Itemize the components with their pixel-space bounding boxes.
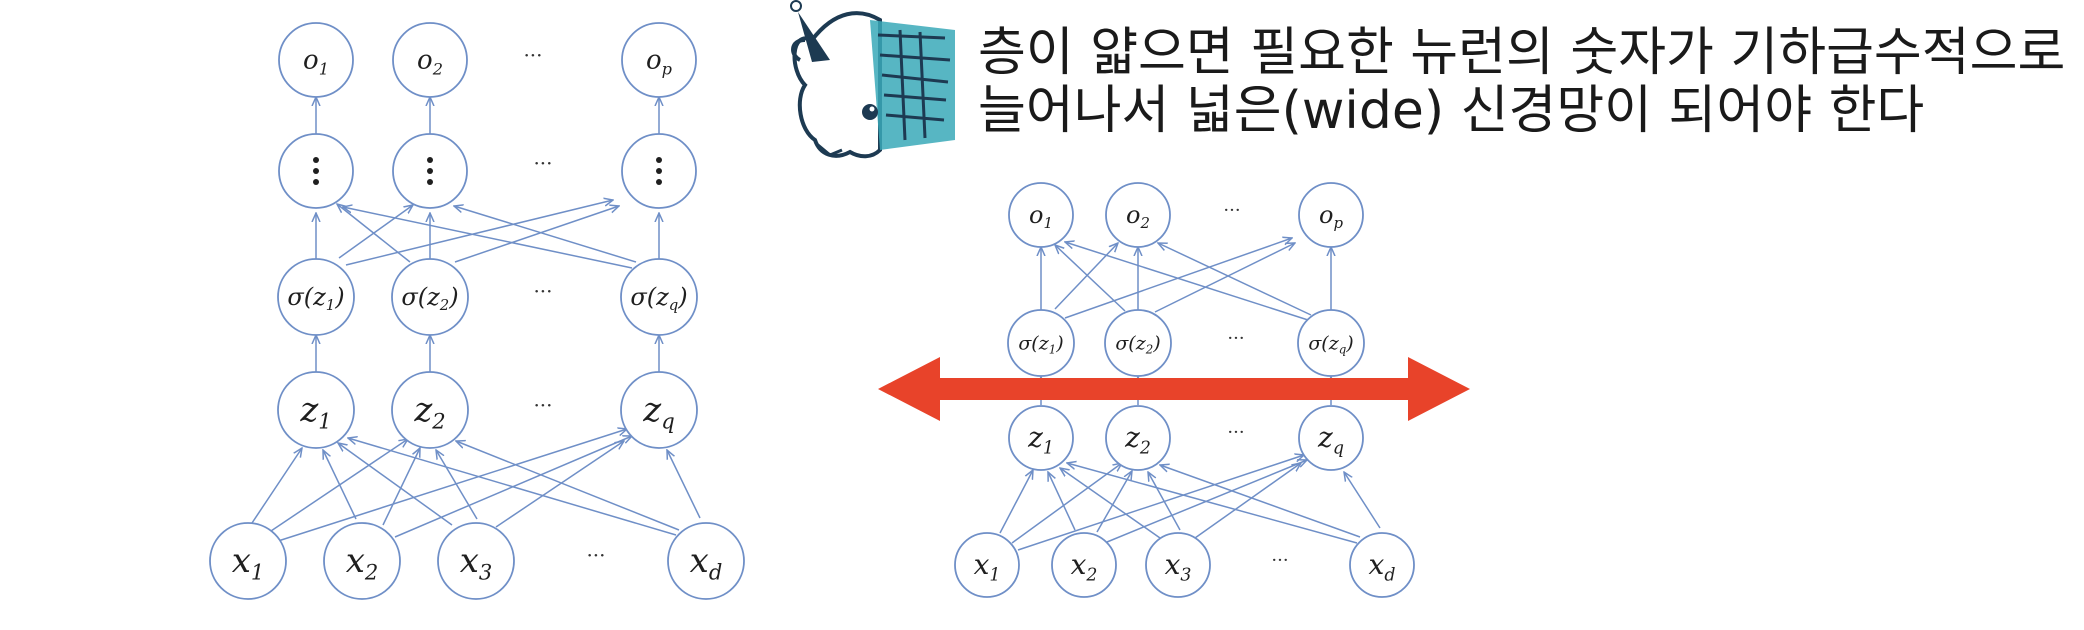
right-node-xd: xd [1349, 532, 1415, 598]
left-ellipsis-output: ··· [523, 43, 542, 67]
right-node-x1-label: x1 [974, 548, 1001, 585]
left-edges [251, 97, 701, 543]
left-node-z1-label: z1 [299, 390, 331, 433]
left-ellipsis-x: ··· [586, 543, 605, 567]
left-node-x3-label: x3 [460, 541, 493, 584]
right-node-z1-label: z1 [1027, 421, 1054, 458]
left-vdots-node-3 [621, 133, 697, 209]
caption-line-2: 늘어나서 넓은(wide) 신경망이 되어야 한다 [978, 81, 1924, 141]
left-vdots-node-2 [392, 133, 468, 209]
left-node-xd-label: xd [690, 541, 723, 584]
right-node-o2: o2 [1105, 182, 1171, 248]
left-node-zq-label: zq [642, 390, 674, 433]
left-node-sq-label: σ(zq) [630, 283, 687, 314]
right-node-z1: z1 [1008, 405, 1074, 471]
left-node-xd: xd [667, 522, 745, 600]
left-node-o1: o1 [278, 22, 354, 98]
left-node-z2: z2 [391, 371, 469, 449]
caption-line-1: 층이 얇으면 필요한 뉴런의 숫자가 기하급수적으로 [978, 23, 2065, 83]
right-node-zq-label: zq [1317, 421, 1344, 458]
left-node-s1-label: σ(z1) [287, 283, 344, 314]
right-node-x2-label: x2 [1071, 548, 1098, 585]
right-node-x3-label: x3 [1165, 548, 1192, 585]
right-node-zq: zq [1298, 405, 1364, 471]
left-node-o2: o2 [392, 22, 468, 98]
left-node-z1: z1 [277, 371, 355, 449]
left-ellipsis-hidden: ··· [533, 151, 552, 175]
right-node-x1: x1 [954, 532, 1020, 598]
unicorn-mascot-icon [790, 0, 955, 159]
right-node-o2-label: o2 [1126, 201, 1150, 232]
left-ellipsis-sigma: ··· [533, 279, 552, 303]
left-node-op-label: op [646, 46, 672, 79]
right-node-x3: x3 [1145, 532, 1211, 598]
left-node-s2-label: σ(z2) [401, 283, 458, 314]
right-node-op: op [1298, 182, 1364, 248]
right-node-s2-label: σ(z2) [1115, 332, 1160, 356]
right-node-z2: z2 [1105, 405, 1171, 471]
right-node-s2: σ(z2) [1104, 309, 1172, 377]
left-node-x2: x2 [323, 522, 401, 600]
right-ellipsis-x: ··· [1271, 550, 1288, 571]
right-node-s1: σ(z1) [1007, 309, 1075, 377]
left-node-sq: σ(zq) [620, 258, 698, 336]
left-node-op: op [621, 22, 697, 98]
right-node-sq-label: σ(zq) [1308, 332, 1353, 356]
left-node-x3: x3 [437, 522, 515, 600]
left-node-z2-label: z2 [413, 390, 445, 433]
left-node-o2-label: o2 [417, 46, 443, 79]
left-node-s2: σ(z2) [391, 258, 469, 336]
left-node-x1: x1 [209, 522, 287, 600]
right-node-op-label: op [1319, 201, 1343, 232]
right-ellipsis-sigma: ··· [1227, 328, 1244, 349]
wide-network-right: o1 o2 op ··· σ(z1) σ(z2) σ(zq) ··· z1 z2 zq ··· x1 x2… [954, 182, 1415, 598]
right-node-s1-label: σ(z1) [1018, 332, 1063, 356]
deep-network-left: o1 o2 op ··· ··· σ(z1) σ(z2) σ(zq) ··· z1 z2 zq ··· x… [209, 22, 745, 600]
double-arrow-icon [878, 357, 1470, 421]
right-ellipsis-output: ··· [1223, 200, 1240, 221]
right-node-x2: x2 [1051, 532, 1117, 598]
right-node-z2-label: z2 [1124, 421, 1151, 458]
left-vdots-node-1 [278, 133, 354, 209]
left-node-zq: zq [620, 371, 698, 449]
right-ellipsis-z: ··· [1227, 422, 1244, 443]
left-ellipsis-z: ··· [533, 393, 552, 417]
right-node-xd-label: xd [1369, 548, 1396, 585]
right-node-o1: o1 [1008, 182, 1074, 248]
left-node-x2-label: x2 [346, 541, 379, 584]
left-node-o1-label: o1 [303, 46, 329, 79]
right-node-sq: σ(zq) [1297, 309, 1365, 377]
left-node-s1: σ(z1) [277, 258, 355, 336]
left-node-x1-label: x1 [232, 541, 265, 584]
right-node-o1-label: o1 [1029, 201, 1053, 232]
